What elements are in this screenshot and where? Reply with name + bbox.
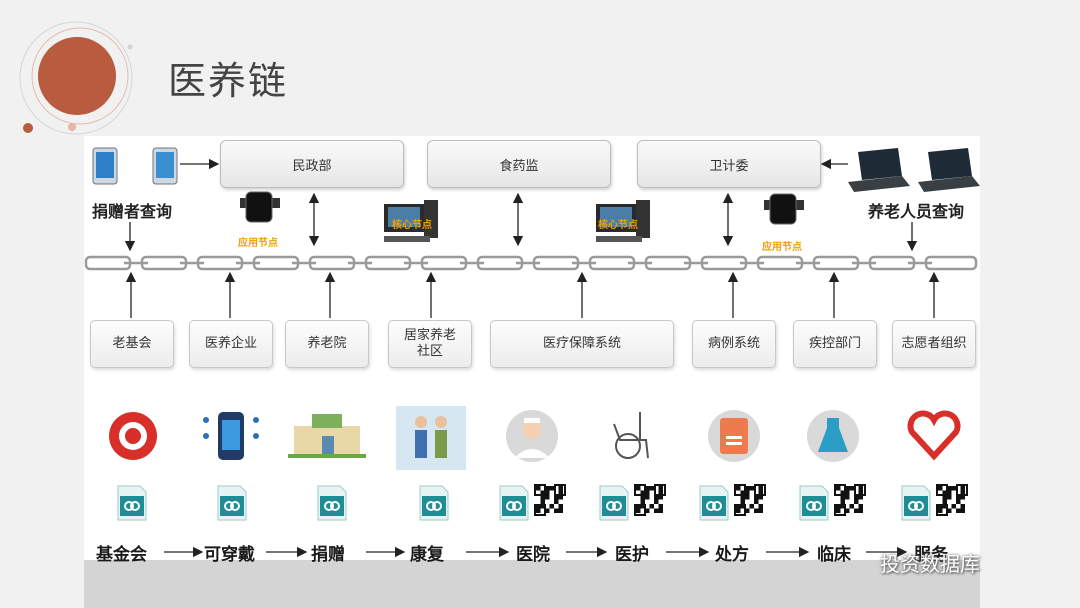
box-eldercare-enterprise: 医养企业 <box>189 320 273 368</box>
smartwatch-icon <box>240 192 280 222</box>
lab-flask-icon <box>807 410 859 462</box>
box-volunteer-organization: 志愿者组织 <box>892 320 976 368</box>
stage-donation: 捐赠 <box>311 540 345 565</box>
document-icon <box>798 484 830 522</box>
qr-code-icon <box>534 484 566 516</box>
smartwatch-icon <box>764 194 804 224</box>
box-nursing-home: 养老院 <box>285 320 369 368</box>
stage-hospital: 医院 <box>516 540 550 565</box>
laptop-icon <box>848 148 910 192</box>
nursing-home-icon <box>288 414 366 458</box>
doctor-icon <box>506 410 558 462</box>
core-node-label: 核心节点 <box>392 216 432 231</box>
watermark-text: 投资数据库 <box>880 548 980 577</box>
elderly-couple-icon <box>396 406 466 470</box>
document-icon <box>498 484 530 522</box>
stage-nursing: 医护 <box>615 540 649 565</box>
document-icon <box>598 484 630 522</box>
box-elderly-foundation: 老基会 <box>90 320 174 368</box>
box-disease-control: 疾控部门 <box>793 320 877 368</box>
stage-foundation: 基金会 <box>96 540 147 565</box>
qr-code-icon <box>634 484 666 516</box>
laptop-icon <box>918 148 980 192</box>
document-icon <box>900 484 932 522</box>
document-icon <box>216 484 248 522</box>
donor-query-label: 捐赠者查询 <box>92 198 172 222</box>
stage-rehabilitation: 康复 <box>410 540 444 565</box>
tablet-icon <box>93 148 117 184</box>
box-medical-insurance-system: 医疗保障系统 <box>490 320 674 368</box>
app-node-label: 应用节点 <box>762 238 802 253</box>
qr-code-icon <box>936 484 968 516</box>
core-node-label: 核心节点 <box>598 216 638 231</box>
wearable-device-icon <box>203 412 259 460</box>
app-node-label: 应用节点 <box>238 234 278 249</box>
document-icon <box>698 484 730 522</box>
tablet-icon <box>153 148 177 184</box>
stage-wearable: 可穿戴 <box>204 540 255 565</box>
elderly-query-label: 养老人员查询 <box>868 198 964 222</box>
box-medical-record-system: 病例系统 <box>692 320 776 368</box>
red-cross-icon <box>109 412 157 460</box>
box-home-care-community: 居家养老 社区 <box>388 320 472 368</box>
prescription-icon <box>708 410 760 462</box>
document-icon <box>316 484 348 522</box>
qr-code-icon <box>834 484 866 516</box>
heart-hand-icon <box>910 413 957 456</box>
document-icon <box>418 484 450 522</box>
qr-code-icon <box>734 484 766 516</box>
wheelchair-icon <box>614 412 648 458</box>
stage-clinical: 临床 <box>817 540 851 565</box>
stage-prescription: 处方 <box>715 540 749 565</box>
document-icon <box>116 484 148 522</box>
